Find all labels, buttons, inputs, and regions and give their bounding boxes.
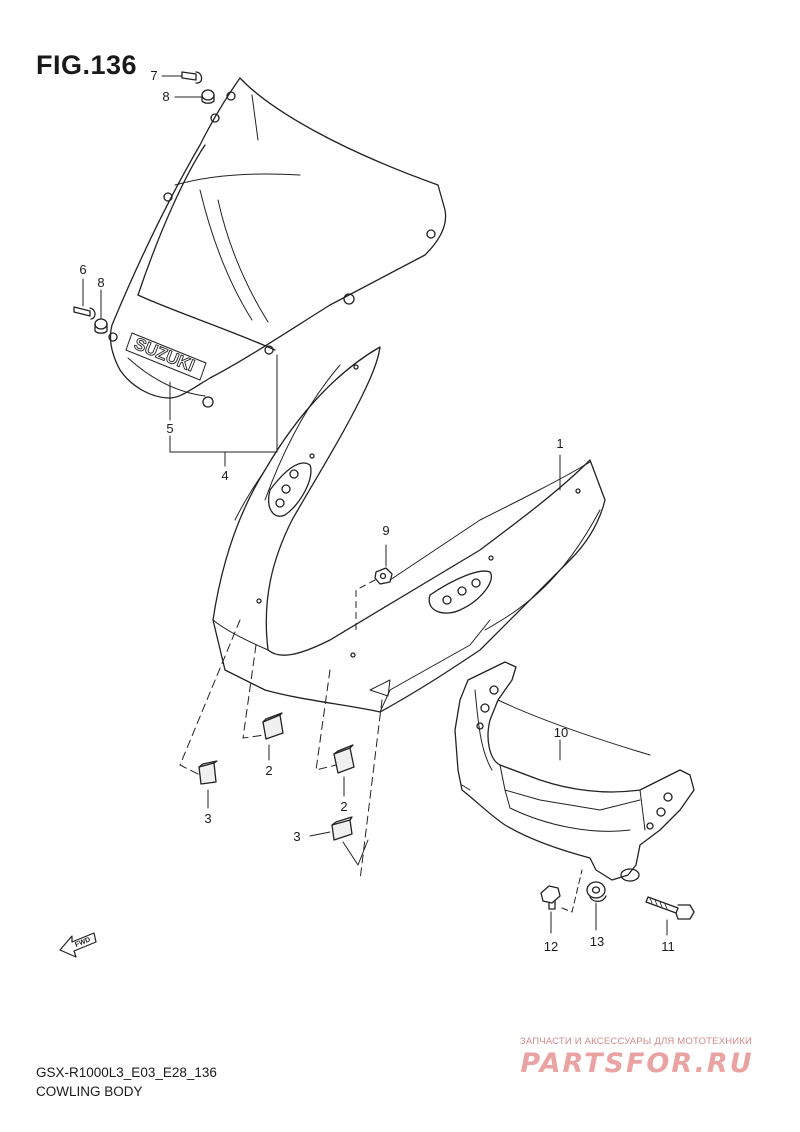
nut-9	[374, 567, 393, 585]
upper-cowl	[212, 346, 606, 713]
callout-12: 12	[543, 939, 559, 954]
callout-10: 10	[553, 725, 569, 740]
group-name: COWLING BODY	[36, 1084, 143, 1099]
callout-2-right: 2	[340, 799, 348, 814]
callout-3-left: 3	[204, 811, 212, 826]
callout-3-right: 3	[293, 829, 301, 844]
callout-6: 6	[79, 262, 87, 277]
callout-8-left: 8	[97, 275, 105, 290]
washer-13	[586, 881, 607, 903]
screw-7	[181, 71, 203, 84]
bolt-11	[645, 896, 695, 920]
screw-6	[73, 306, 96, 320]
nut-8-top	[201, 89, 215, 104]
cushion-2-left	[262, 712, 284, 740]
callout-7: 7	[150, 68, 158, 83]
cushion-3-right	[331, 816, 353, 841]
model-code: GSX-R1000L3_E03_E28_136	[36, 1065, 217, 1080]
watermark-brand: PARTSFOR.RU	[520, 1048, 754, 1079]
callout-5: 5	[166, 421, 174, 436]
nut-12	[540, 885, 561, 910]
callout-2-left: 2	[265, 763, 273, 778]
nut-8-left	[94, 318, 108, 334]
callout-8-top: 8	[162, 89, 170, 104]
watermark-tagline: ЗАПЧАСТИ И АКСЕССУАРЫ ДЛЯ МОТОТЕХНИКИ	[519, 1036, 753, 1047]
callout-1: 1	[556, 436, 564, 451]
cushion-3-left	[198, 760, 218, 785]
callout-11: 11	[661, 939, 675, 954]
cowling-bracket	[454, 661, 695, 882]
callout-4: 4	[221, 468, 229, 483]
callout-9: 9	[382, 523, 390, 538]
fwd-arrow-icon: FWD	[59, 932, 97, 958]
cushion-2-right	[333, 744, 355, 774]
callout-13: 13	[589, 934, 605, 949]
figure-title: FIG.136	[36, 50, 138, 80]
